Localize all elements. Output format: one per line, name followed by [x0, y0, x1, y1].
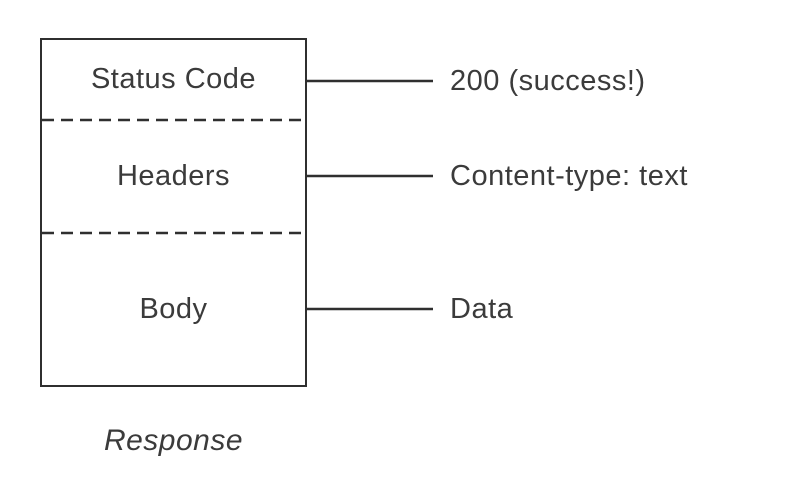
response-box-outline: [40, 38, 307, 387]
diagram-caption: Response: [103, 424, 244, 457]
